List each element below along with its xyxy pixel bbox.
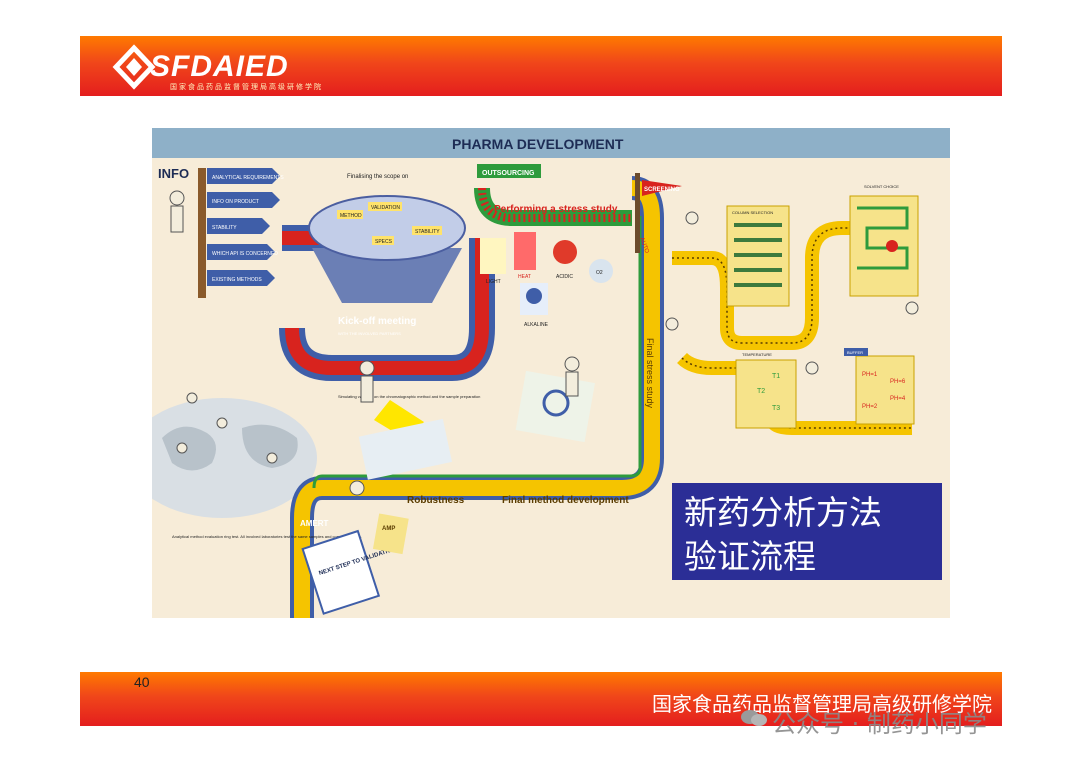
info-sign-3: STABILITY <box>212 225 237 231</box>
magnifier-sheet-icon <box>515 370 595 443</box>
page-number: 40 <box>134 674 150 690</box>
kickoff-sub: WITH THE INVOLVED PARTNERS <box>338 331 401 336</box>
logo-text: SFDAIED <box>150 50 289 83</box>
meeting-caption: Finalising the scope on <box>347 174 408 180</box>
screening-label: SCREENING <box>644 187 680 193</box>
info-sign-5: EXISTING METHODS <box>212 277 262 283</box>
signpost-icon <box>198 168 206 298</box>
next-step-sign <box>301 529 381 615</box>
amp-sheet-icon <box>372 513 409 555</box>
stress-acidic: ACIDIC <box>556 274 573 280</box>
temperature-label: TEMPERATURE <box>742 352 772 357</box>
final-method-label: Final method development <box>502 495 629 506</box>
info-sign-2: INFO ON PRODUCT <box>212 199 259 205</box>
sfdaied-logo-icon <box>112 44 156 90</box>
acidic-icon <box>553 240 577 264</box>
simulating-caption: Simulating variation on the chromatograp… <box>338 394 480 399</box>
stress-o2: O2 <box>596 270 603 276</box>
temp-t1: T1 <box>772 373 780 380</box>
ph-4: PH=4 <box>890 396 906 402</box>
meeting-label-specs: SPECS <box>375 239 393 245</box>
meeting-label-stability: STABILITY <box>415 229 440 235</box>
buffer-box <box>855 355 915 425</box>
column-selection-label: COLUMN SELECTION <box>732 210 773 215</box>
method-validation-title-box: 新药分析方法 验证流程 <box>672 483 942 580</box>
diagram-title-bar <box>152 128 950 158</box>
outsourcing-label: OUTSOURCING <box>482 170 535 177</box>
info-sign-1: ANALYTICAL REQUIREMENTS <box>212 175 284 181</box>
temp-t2: T2 <box>757 388 765 395</box>
heat-icon <box>514 232 536 270</box>
kickoff-label: Kick-off meeting <box>338 316 416 327</box>
meeting-label-method: METHOD <box>340 213 362 219</box>
ph-1: PH=1 <box>862 372 878 378</box>
wechat-icon <box>741 710 767 726</box>
stress-alkaline: ALKALINE <box>524 322 549 328</box>
stress-study-label: Performing a stress study <box>494 204 618 215</box>
watermark-text: 公众号 · 制药小同学 <box>772 710 987 738</box>
chromatogram-icon <box>358 418 452 480</box>
meeting-table-icon <box>312 248 462 303</box>
temp-t3: T3 <box>772 405 780 412</box>
logo-subtitle: 国家食品药品监督管理局高级研修学院 <box>170 84 323 91</box>
diagram-title: PHARMA DEVELOPMENT <box>452 136 624 152</box>
overlay-line-1: 新药分析方法 <box>684 493 882 532</box>
robustness-label: Robustness <box>407 495 465 506</box>
worker-figure-icon <box>169 190 185 206</box>
final-stress-label: Final stress study <box>645 338 655 409</box>
stress-heat: HEAT <box>518 274 531 280</box>
ph-2: PH=2 <box>862 404 878 410</box>
diagram-illustration: PHARMA DEVELOPMENT INFO ANALYTICAL REQUI… <box>152 128 950 618</box>
ring-test-caption: Analytical method evaluation ring test. … <box>172 534 362 539</box>
meeting-label-validation: VALIDATION <box>371 205 400 211</box>
footer-bar <box>80 672 1002 726</box>
buffer-label: BUFFER <box>847 350 863 355</box>
solvent-choice-label: SOLVENT CHOICE <box>864 184 899 189</box>
stress-conditions: LIGHT HEAT ACIDIC ALKALINE O2 <box>480 232 613 328</box>
info-label: INFO <box>158 166 189 181</box>
header-bar <box>80 36 1002 96</box>
info-sign-4: WHICH API IS CONCERNED <box>212 251 278 257</box>
info-signs: ANALYTICAL REQUIREMENTS INFO ON PRODUCT … <box>207 168 284 286</box>
amert-label: AMERT <box>300 519 329 528</box>
auto-label: AUTO <box>638 237 649 255</box>
oxygen-icon <box>589 259 613 283</box>
light-bulb-icon <box>480 238 506 274</box>
amp-label: AMP <box>382 526 395 532</box>
ph-6: PH=6 <box>890 379 906 385</box>
overlay-line-2: 验证流程 <box>684 537 816 576</box>
footer-institute: 国家食品药品监督管理局高级研修学院 <box>652 692 992 716</box>
temperature-box <box>735 359 797 429</box>
stress-light: LIGHT <box>486 279 501 285</box>
